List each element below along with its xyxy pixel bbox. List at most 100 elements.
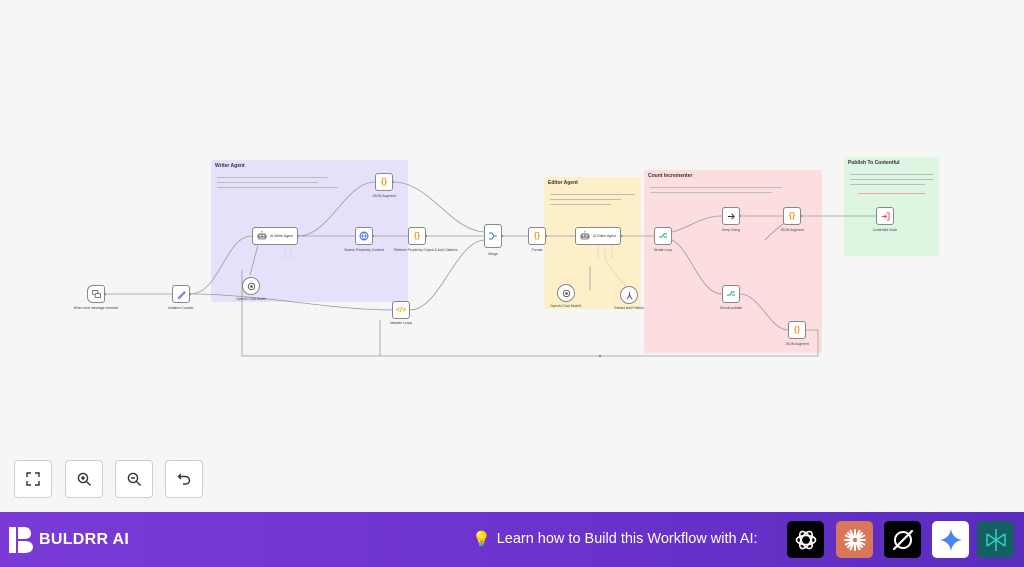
node-retrieve-perplexity-output[interactable]: {}	[408, 227, 426, 245]
node-json-augment-final[interactable]: {}	[788, 321, 806, 339]
node-initialize-counter[interactable]	[172, 285, 190, 303]
code-icon: </>	[395, 306, 407, 314]
robot-icon: 🤖	[580, 231, 591, 240]
sticky-text-line	[217, 182, 318, 184]
node-title: AI Writer Agent	[270, 234, 293, 238]
deepseek-icon	[985, 528, 1006, 551]
footer-banner: BULDRR AI 💡 Learn how to Build this Work…	[0, 512, 1024, 567]
undo-icon	[177, 473, 191, 485]
cta-text: 💡 Learn how to Build this Workflow with …	[472, 530, 758, 548]
fit-view-button[interactable]	[14, 460, 52, 498]
node-label: Should publish	[719, 306, 743, 310]
sticky-publish-contentful[interactable]: Publish To Contentful	[844, 157, 939, 256]
sticky-text-line	[850, 174, 933, 176]
node-ai-writer-agent[interactable]: 🤖 AI Writer Agent	[252, 227, 298, 245]
node-label: Iterate Loop	[653, 248, 673, 252]
sticky-text-line	[850, 179, 933, 181]
node-extract-and-publish[interactable]	[620, 286, 638, 304]
brand-logo[interactable]: BULDRR AI	[9, 527, 129, 553]
login-icon	[881, 211, 890, 221]
pencil-icon	[177, 290, 186, 299]
buldrr-logo-icon	[9, 527, 33, 553]
sticky-title: Count Incrementer	[648, 173, 693, 179]
node-merge[interactable]	[484, 224, 502, 248]
sticky-text-line	[650, 187, 782, 189]
node-search-perplexity[interactable]	[355, 227, 373, 245]
deepseek-button[interactable]	[977, 521, 1014, 558]
workflow-canvas[interactable]: Writer Agent Editor Agent Count Incremen…	[0, 0, 1024, 512]
sticky-text-line	[858, 193, 925, 195]
cta-label: Learn how to Build this Workflow with AI…	[496, 531, 758, 547]
zoom-in-button[interactable]	[65, 460, 103, 498]
node-format[interactable]: {}	[528, 227, 546, 245]
openai-icon	[247, 282, 255, 290]
node-label: JSON Augment	[780, 228, 804, 232]
sticky-text-line	[650, 192, 772, 194]
zoom-out-icon	[127, 472, 141, 486]
node-json-augment-top[interactable]: {}	[375, 173, 393, 191]
node-label: JSON Augment	[372, 194, 396, 198]
node-json-augment-counter[interactable]: {}	[783, 207, 801, 225]
braces-icon: {}	[533, 231, 541, 240]
if-icon	[727, 291, 735, 296]
node-initialize-loops[interactable]: </>	[392, 301, 410, 319]
node-chat-trigger[interactable]	[87, 285, 105, 303]
chat-icon	[91, 289, 101, 298]
workflow-connections	[103, 180, 876, 358]
sticky-text-line	[550, 194, 635, 196]
claude-button[interactable]	[836, 521, 873, 558]
arrow-right-icon	[727, 212, 735, 220]
sticky-title: Editor Agent	[548, 180, 578, 186]
node-label: Format	[531, 248, 543, 252]
node-title: AI Editor Agent	[593, 234, 616, 238]
claude-icon	[843, 528, 866, 551]
perplexity-button[interactable]	[884, 521, 921, 558]
gemini-icon	[939, 528, 962, 551]
node-label: OpenAI Chat Model	[236, 297, 266, 301]
node-label: Search Perplexity Content	[344, 248, 384, 252]
sticky-text-line	[550, 199, 621, 201]
merge-icon	[489, 232, 497, 240]
openai-icon	[562, 289, 570, 297]
sticky-text-line	[850, 184, 925, 186]
node-should-publish[interactable]	[722, 285, 740, 303]
zoom-in-icon	[77, 472, 91, 486]
chatgpt-button[interactable]	[787, 521, 824, 558]
sticky-text-line	[217, 177, 328, 179]
reset-zoom-button[interactable]	[165, 460, 203, 498]
globe-icon	[359, 231, 369, 241]
node-keep-going[interactable]	[722, 207, 740, 225]
sticky-text-line	[550, 204, 611, 206]
node-label: JSON Augment	[785, 342, 809, 346]
gemini-button[interactable]	[932, 521, 969, 558]
lightbulb-icon: 💡	[472, 531, 491, 548]
node-label: Contentful Node	[872, 228, 898, 232]
sticky-title: Publish To Contentful	[848, 160, 900, 166]
node-label: Keep Going	[722, 228, 740, 232]
node-label: Merge	[488, 252, 498, 256]
braces-icon: {}	[793, 325, 801, 334]
brand-name: BULDRR AI	[39, 531, 130, 548]
chatgpt-icon	[795, 530, 816, 549]
node-label: Extract and Publish	[614, 306, 644, 310]
parser-icon	[625, 291, 633, 299]
node-openai-chat-model[interactable]	[242, 277, 260, 295]
braces-icon: {}	[380, 177, 388, 186]
node-label: OpenAI Chat Model1	[550, 304, 582, 308]
if-icon	[659, 233, 667, 238]
braces-icon: {}	[788, 211, 796, 220]
perplexity-icon	[892, 529, 913, 550]
node-label: Initialize Counter	[168, 306, 194, 310]
sticky-text-line	[217, 187, 338, 189]
node-iterate-loop[interactable]	[654, 227, 672, 245]
node-label: Initialize Loops	[389, 321, 413, 325]
node-openai-chat-model-1[interactable]	[557, 284, 575, 302]
fit-view-icon	[26, 472, 40, 486]
braces-icon: {}	[413, 231, 421, 240]
node-contentful[interactable]	[876, 207, 894, 225]
node-ai-editor-agent[interactable]: 🤖 AI Editor Agent	[575, 227, 621, 245]
sticky-title: Writer Agent	[215, 163, 245, 169]
robot-icon: 🤖	[257, 231, 268, 240]
node-label: Retrieve Perplexity Output & Add Citatio…	[394, 248, 458, 252]
zoom-out-button[interactable]	[115, 460, 153, 498]
